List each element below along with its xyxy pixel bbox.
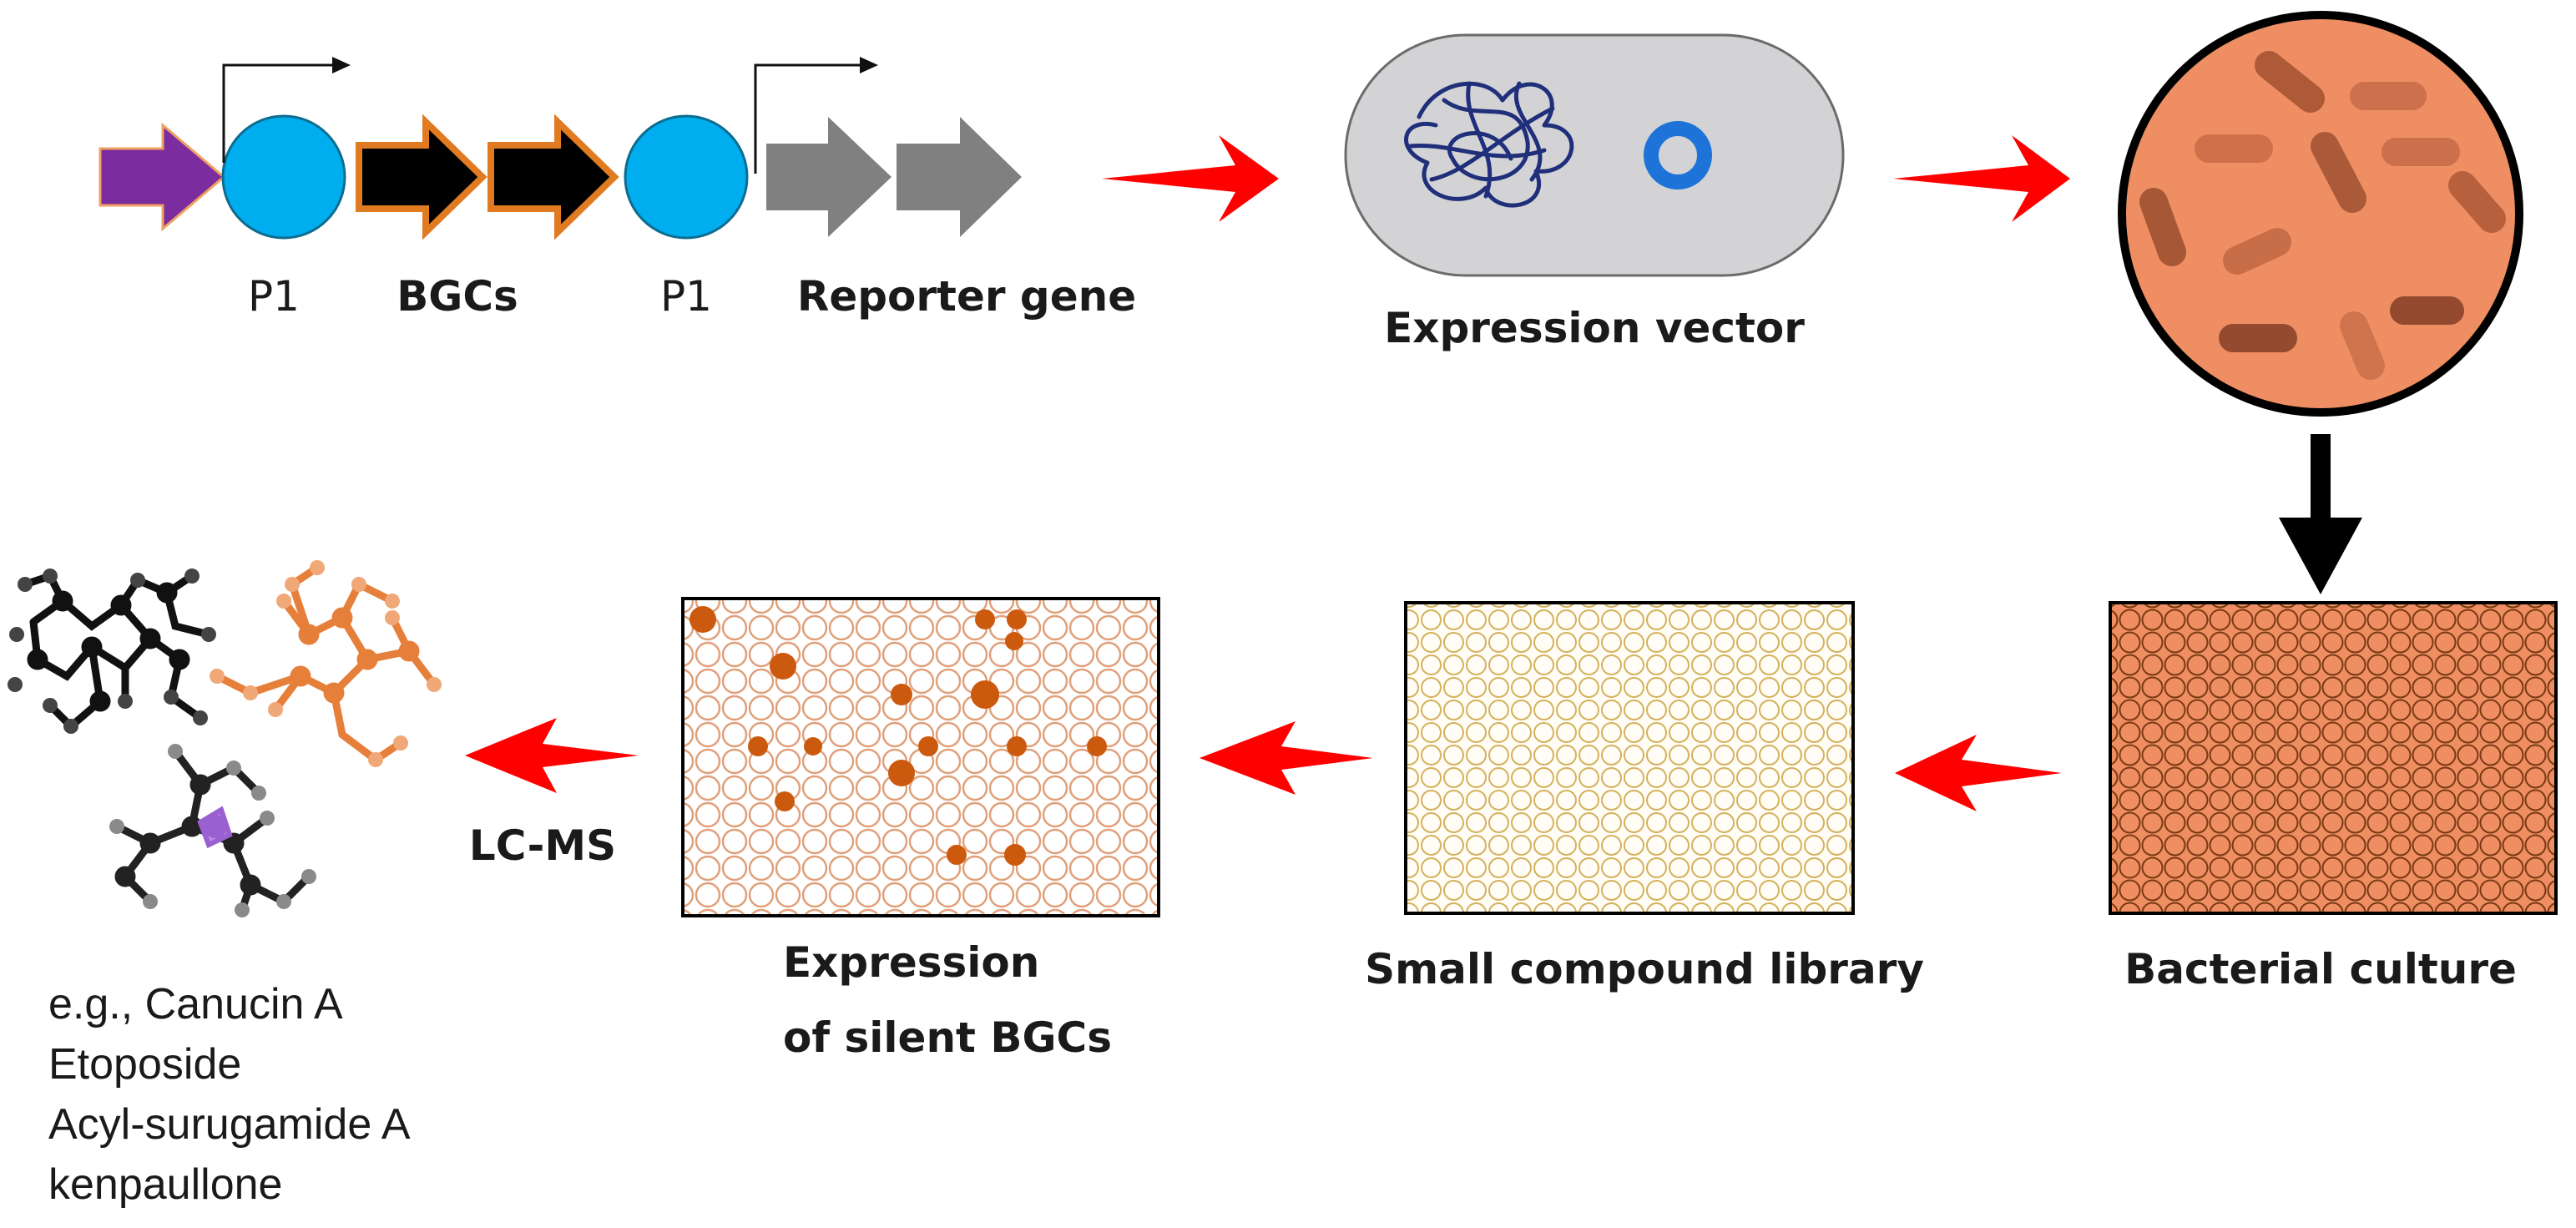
promoter-circle-1 [221,114,346,240]
hit-well [689,606,716,633]
hit-well [804,737,822,755]
bacterium [2448,171,2506,233]
hit-well [918,736,938,756]
bgc-arrow-2 [487,114,619,240]
bacterium [2223,228,2291,275]
bgc-arrow-1 [356,114,487,240]
bacteria-dish [2118,11,2523,417]
bacteria-cells [2139,51,2506,380]
hit-well [775,791,795,811]
flow-arrow-to-lcms [465,718,639,793]
expression-vector-label: Expression vector [1384,304,1805,352]
plasmid-ring [1644,121,1712,190]
hit-well [770,653,796,680]
molecule-black [21,571,213,732]
transcription-arrowhead-2 [860,57,878,73]
purple-gene-arrow [98,122,226,232]
promoter-circle-2 [624,114,749,240]
down-arrow [2279,434,2362,594]
example-compounds: e.g., Canucin A Etoposide Acyl-surugamid… [48,980,411,1209]
bacterium [2255,51,2325,113]
hit-well [748,736,768,756]
transcription-start-arrow-2 [754,63,860,174]
bgcs-label: BGCs [397,272,518,321]
molecule-purple-center [197,806,233,849]
chromosome-tangle [1404,81,1574,208]
hit-well [1007,609,1027,629]
hit-well [971,680,999,709]
expression-plate-border [681,597,1160,917]
expression-plate: Expression of silent BGCs [681,597,1160,1062]
hit-well [975,609,995,629]
expression-plate-wells [683,599,1159,916]
bacterium [2340,311,2385,380]
example-compound: Etoposide [48,1040,241,1089]
hit-well [1087,736,1107,756]
hit-well [1007,736,1027,756]
bacterium [2311,132,2366,213]
vector-cell-body [1344,33,1845,277]
expression-label-line2: of silent BGCs [783,1013,1112,1062]
transcription-start-arrow-1 [222,63,334,163]
example-compound: kenpaullone [48,1160,282,1209]
culture-plate-wells [2110,603,2556,913]
bacterial-culture-label: Bacterial culture [2124,945,2517,993]
bacteria-dish-circle [2118,11,2523,417]
molecule-black-hydrogens [8,569,216,734]
example-compound: e.g., Canucin A [48,980,343,1028]
reporter-arrow-1 [766,117,891,237]
bacterium [2139,188,2186,266]
compound-library-plate: Small compound library [1365,601,1924,993]
lcms-label: LC-MS [469,821,616,870]
bacterial-culture-plate: Bacterial culture [2109,601,2558,993]
promoter-label-2: P1 [660,272,712,321]
flow-arrow-to-expression [1200,721,1373,795]
library-plate-border [1404,601,1855,915]
reporter-gene-label: Reporter gene [797,272,1136,321]
flow-arrow-to-vector [1102,135,1279,222]
molecule-orange-hydrogens [210,560,442,767]
reporter-arrow-2 [897,117,1022,237]
flow-arrows [465,135,2070,811]
expression-label-line1: Expression [783,938,1039,987]
hit-well [947,845,967,865]
molecule-gray-hydrogens [109,744,316,917]
molecule-structures [8,560,442,917]
hit-well [891,684,912,705]
library-plate-wells [1406,603,1853,913]
gene-construct: P1 BGCs P1 Reporter gene [98,57,1136,321]
promoter-label-1: P1 [248,272,300,321]
flow-arrow-to-library [1895,735,2062,811]
transcription-arrowhead-1 [332,57,351,73]
expression-vector-cell: Expression vector [1344,33,1845,352]
hit-well [1004,844,1026,866]
molecule-orange [213,563,438,765]
hit-well [1005,632,1023,650]
small-compound-library-label: Small compound library [1365,945,1924,993]
hit-well [888,760,915,786]
culture-plate-border [2109,601,2558,915]
expression-hits [689,606,1107,866]
example-compound: Acyl-surugamide A [48,1100,411,1149]
flow-arrow-to-culture-plate [1893,135,2070,222]
